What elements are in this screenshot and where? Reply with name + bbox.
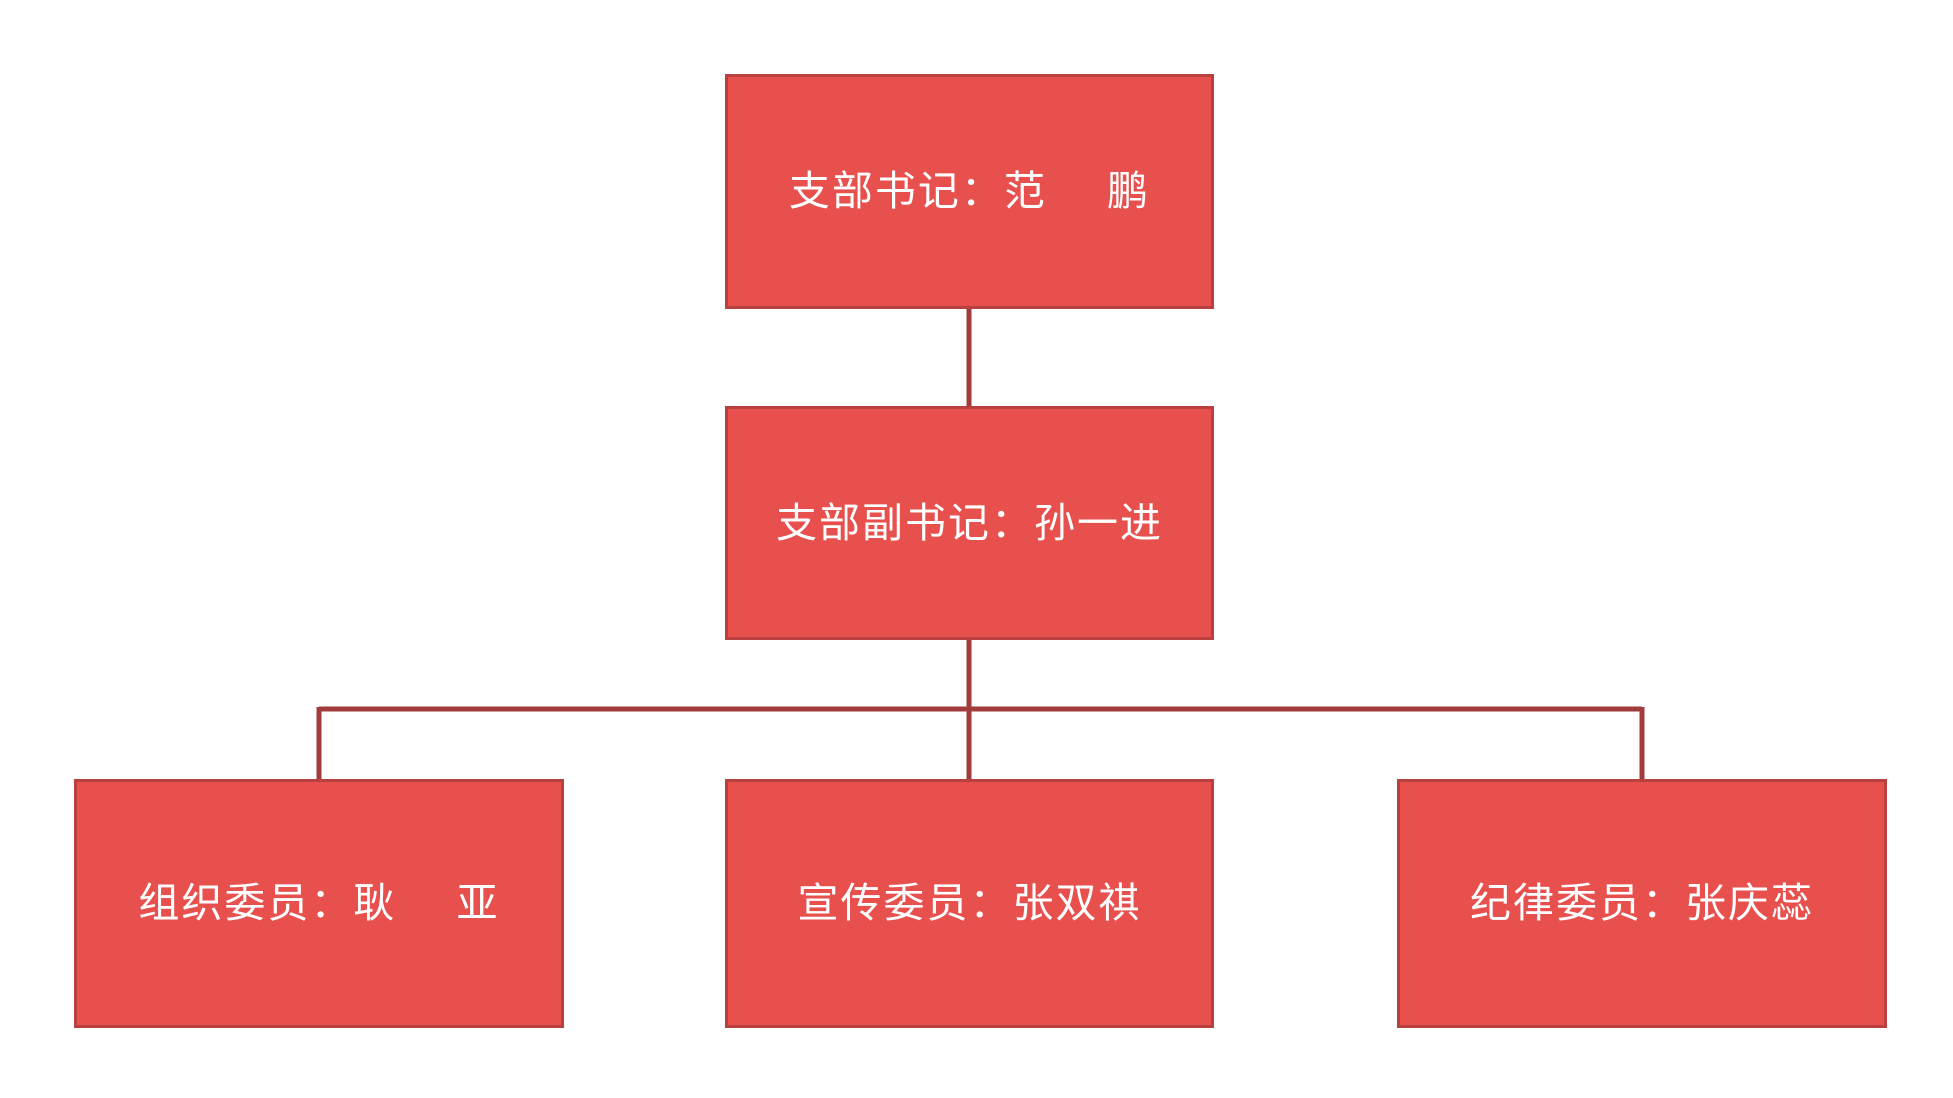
node-label: 组织委员：耿 亚 [138,879,500,927]
node-label: 宣传委员：张双祺 [797,879,1142,927]
node-label: 纪律委员：张庆蕊 [1470,879,1814,927]
node-propaganda-member: 宣传委员：张双祺 [725,779,1214,1028]
node-deputy-secretary: 支部副书记：孙一进 [725,406,1214,640]
node-organization-member: 组织委员：耿 亚 [74,779,564,1028]
node-branch-secretary: 支部书记：范 鹏 [725,74,1214,309]
node-label: 支部书记：范 鹏 [788,167,1151,215]
node-label: 支部副书记：孙一进 [776,498,1163,547]
node-discipline-member: 纪律委员：张庆蕊 [1397,779,1887,1028]
